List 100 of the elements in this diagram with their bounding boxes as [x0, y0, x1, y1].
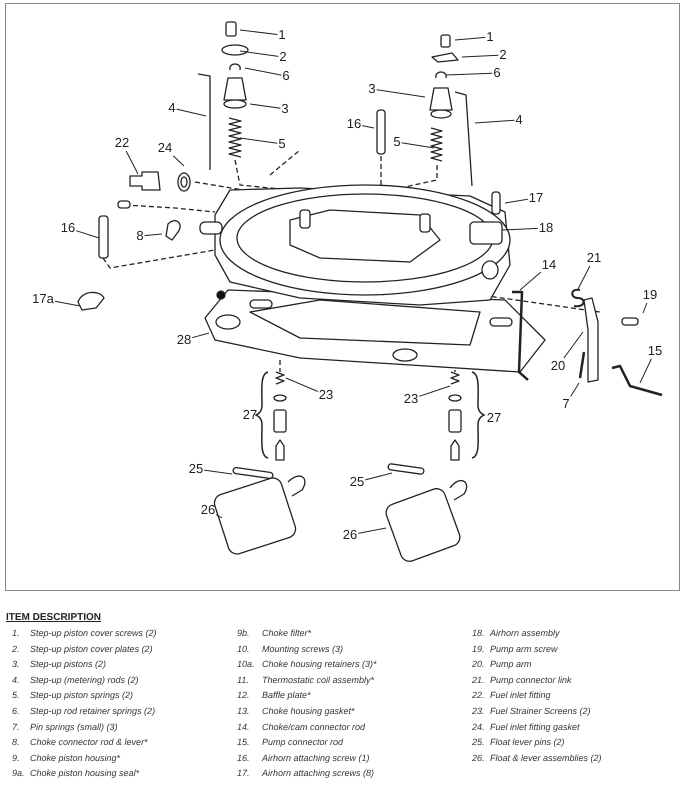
callout-number: 1 [278, 28, 286, 42]
item-number: 14. [237, 722, 250, 733]
leader-line [642, 302, 648, 314]
item-description: Step-up rod retainer springs (2) [30, 706, 156, 717]
item-description: Fuel inlet fitting [490, 690, 551, 702]
item-number: 8. [12, 737, 20, 748]
item-number: 10. [237, 644, 250, 655]
callout-number: 1 [486, 30, 494, 44]
item-description: Step-up piston springs (2) [30, 690, 134, 702]
callout-number: 26 [200, 503, 216, 517]
item-number: 20. [472, 659, 485, 670]
item-description: Float lever pins (2) [490, 737, 565, 748]
callout-number: 20 [550, 359, 566, 373]
item-description: Step-up (metering) rods (2) [30, 674, 139, 686]
item-description: Choke connector rod & lever* [30, 737, 148, 748]
item-number: 9. [12, 752, 20, 764]
leader-line [640, 358, 652, 384]
callout-number: 25 [188, 462, 204, 476]
item-description: Airhorn attaching screws (8) [262, 768, 374, 780]
item-description: Baffle plate* [262, 690, 311, 702]
item-number: 24. [472, 722, 485, 733]
item-description: Thermostatic coil assembly* [262, 674, 374, 686]
leader-line [401, 142, 434, 148]
callout-number: 17a [32, 292, 54, 306]
leader-line [286, 378, 318, 392]
leader-line [204, 470, 232, 474]
leader-line [446, 72, 493, 76]
leader-line [192, 332, 210, 338]
leader-line [144, 234, 162, 236]
item-description: Choke housing gasket* [262, 706, 355, 717]
item-number: 6. [12, 706, 20, 717]
callout-number: 3 [281, 102, 289, 116]
callout-number: 2 [499, 48, 507, 62]
callout-number: 14 [542, 258, 556, 272]
callout-number: 27 [242, 408, 258, 422]
leader-line [570, 382, 580, 397]
callout-number: 19 [642, 288, 658, 302]
callout-number: 27 [486, 411, 502, 425]
leader-line [578, 266, 590, 290]
leader-line [76, 230, 100, 238]
item-number: 2. [12, 644, 20, 655]
item-number: 15. [237, 737, 250, 748]
item-number: 3. [12, 659, 20, 670]
leader-line [176, 108, 206, 116]
leader-line [250, 104, 281, 109]
leader-line [418, 386, 450, 397]
callout-number: 8 [136, 229, 144, 243]
item-number: 18. [472, 628, 485, 639]
callout-number: 7 [562, 397, 570, 411]
leader-line [364, 472, 392, 480]
callout-number: 25 [350, 475, 364, 489]
leader-line [54, 300, 80, 306]
callout-number: 5 [393, 135, 401, 149]
leader-line [520, 272, 542, 290]
leader-line [126, 150, 138, 174]
item-number: 22. [472, 690, 485, 702]
item-description: Float & lever assemblies (2) [490, 752, 602, 764]
item-description: Choke piston housing seal* [30, 768, 140, 780]
item-description: Pump connector rod [262, 737, 344, 748]
callout-number: 18 [538, 221, 554, 235]
item-description: Pump arm [490, 659, 532, 670]
leader-line [504, 198, 528, 204]
item-number: 16. [237, 752, 250, 764]
item-number: 10a. [237, 659, 255, 670]
item-description: Airhorn attaching screw (1) [262, 752, 370, 764]
callout-number: 16 [60, 221, 76, 235]
item-description: Choke housing retainers (3)* [262, 659, 377, 670]
item-number: 23. [472, 706, 485, 717]
leader-line [240, 50, 279, 57]
leader-line [362, 125, 374, 128]
leader-line [454, 36, 486, 40]
item-number: 4. [12, 674, 20, 686]
callout-number: 5 [278, 137, 286, 151]
item-description: Pump connector link [490, 674, 572, 686]
leader-line [216, 514, 222, 518]
item-number: 21. [472, 674, 485, 686]
item-number: 25. [472, 737, 485, 748]
item-description: Choke/cam connector rod [262, 722, 366, 733]
callout-number: 22 [114, 136, 130, 150]
callout-number: 4 [168, 101, 176, 115]
callout-number: 17 [528, 191, 544, 205]
item-description: Fuel Strainer Screens (2) [490, 706, 591, 717]
item-number: 12. [237, 690, 250, 702]
leader-line [240, 30, 278, 35]
leader-line [358, 528, 386, 534]
leader-line [172, 155, 184, 166]
item-number: 1. [12, 628, 20, 639]
item-description: Step-up piston cover screws (2) [30, 628, 157, 639]
leader-line [502, 228, 538, 230]
callout-number: 28 [176, 333, 192, 347]
callout-number: 23 [404, 392, 418, 406]
callout-number: 26 [342, 528, 358, 542]
item-number: 9a. [12, 768, 25, 780]
callout-number: 4 [515, 113, 523, 127]
callout-number: 15 [648, 344, 662, 358]
item-description: Pin springs (small) (3) [30, 722, 118, 733]
item-number: 19. [472, 644, 485, 655]
callout-number: 3 [368, 82, 376, 96]
callout-number: 6 [282, 69, 290, 83]
item-number: 7. [12, 722, 20, 733]
